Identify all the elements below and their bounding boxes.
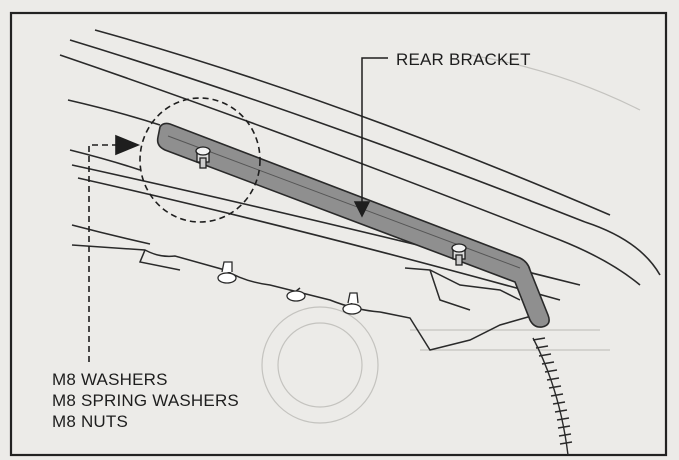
detail-circle	[139, 97, 261, 223]
hardware-leader	[88, 134, 141, 362]
hardware-item-spring-washers: M8 SPRING WASHERS	[52, 391, 239, 410]
hardware-item-nuts: M8 NUTS	[52, 412, 129, 431]
hardware-callout: M8 WASHERS M8 SPRING WASHERS M8 NUTS	[52, 370, 239, 433]
hardware-item-washers: M8 WASHERS	[52, 370, 168, 389]
bolt-nut-icon	[451, 243, 467, 266]
side-sill-panel	[59, 29, 661, 301]
skirt-clips	[217, 261, 362, 315]
rear-bracket-label: REAR BRACKET	[396, 50, 531, 69]
rear-bracket	[156, 122, 550, 328]
arrow-head-icon	[115, 134, 141, 156]
rear-bracket-leader	[353, 57, 388, 218]
faint-background-print	[261, 54, 641, 424]
arrow-head-icon	[353, 201, 371, 218]
rear-tire	[532, 337, 573, 456]
bolt-nut-icon	[195, 146, 211, 169]
diagram-frame	[9, 11, 668, 457]
